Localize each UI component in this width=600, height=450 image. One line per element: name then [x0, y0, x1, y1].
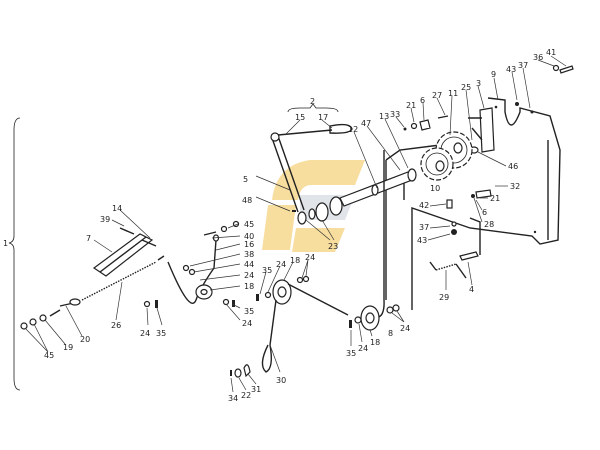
callout: 32 — [510, 182, 520, 191]
callout: 48 — [242, 196, 252, 205]
callout: 22 — [241, 391, 251, 400]
callout: 40 — [244, 232, 254, 241]
callout: 7 — [86, 234, 91, 243]
callout: 8 — [388, 329, 393, 338]
callout: 33 — [390, 110, 400, 119]
callout: 43 — [417, 236, 427, 245]
callout: 35 — [156, 329, 166, 338]
leader-lines — [24, 55, 567, 393]
callout: 21 — [406, 101, 416, 110]
callout: 37 — [419, 223, 429, 232]
callout: 39 — [100, 215, 110, 224]
callout: 45 — [244, 220, 254, 229]
callout: 28 — [484, 220, 494, 229]
callout: 24 — [140, 329, 150, 338]
callout: 21 — [490, 194, 500, 203]
callout: 20 — [80, 335, 90, 344]
callout: 19 — [63, 343, 73, 352]
callout: 9 — [491, 70, 496, 79]
callout: 3 — [476, 79, 481, 88]
shaft-12 — [297, 168, 417, 225]
cable-8 — [374, 150, 385, 319]
callout: 26 — [111, 321, 121, 330]
callout: 16 — [244, 240, 254, 249]
callout: 6 — [482, 208, 487, 217]
callout: 36 — [533, 53, 543, 62]
callout: 18 — [290, 256, 300, 265]
callout: 23 — [328, 242, 338, 251]
callout: 18 — [370, 338, 380, 347]
callout: 38 — [244, 250, 254, 259]
callout: 42 — [419, 201, 429, 210]
spring-29 — [429, 217, 481, 279]
callout: 35 — [346, 349, 356, 358]
callout: 41 — [546, 48, 556, 57]
callout: 31 — [251, 385, 261, 394]
pulley-18-middle — [261, 279, 349, 373]
bracket-7 — [92, 227, 157, 277]
callout: 24 — [276, 260, 286, 269]
callout: 18 — [244, 282, 254, 291]
bracket-3 — [468, 107, 495, 154]
callout: 4 — [469, 285, 474, 294]
callout: 34 — [228, 394, 238, 403]
callout: 47 — [361, 119, 371, 128]
callout: 35 — [262, 266, 272, 275]
callout: 24 — [358, 344, 368, 353]
callout: 17 — [318, 113, 328, 122]
callout: 45 — [44, 351, 54, 360]
callout: 24 — [305, 253, 315, 262]
callout: 25 — [461, 83, 471, 92]
group-bracket — [287, 103, 339, 113]
callout: 27 — [432, 91, 442, 100]
callout: 15 — [295, 113, 305, 122]
callout: 35 — [244, 307, 254, 316]
callout: 1 — [3, 239, 8, 248]
callout: 24 — [400, 324, 410, 333]
callout: 24 — [244, 271, 254, 280]
callout: 14 — [112, 204, 122, 213]
callout: 30 — [276, 376, 286, 385]
callout: 29 — [439, 293, 449, 302]
callout: 37 — [518, 61, 528, 70]
callout: 5 — [243, 175, 248, 184]
assembly-bracket — [8, 117, 21, 391]
spring-26 — [59, 255, 165, 307]
callout: 13 — [379, 112, 389, 121]
mounting-plate — [411, 97, 561, 310]
pulley-18-lower — [360, 305, 380, 331]
callout-labels: 1 2 15 17 12 47 13 33 21 6 27 11 25 3 9 … — [3, 48, 556, 403]
lever-5 — [270, 123, 353, 213]
callout: 6 — [420, 96, 425, 105]
cable-16 — [167, 234, 220, 305]
callout: 43 — [506, 65, 516, 74]
callout: 10 — [430, 184, 440, 193]
sprocket-10 — [420, 147, 454, 181]
callout: 44 — [244, 260, 254, 269]
callout: 11 — [448, 89, 458, 98]
callout: 12 — [348, 125, 358, 134]
callout: 24 — [242, 319, 252, 328]
callout: 2 — [310, 97, 315, 106]
callout: 46 — [508, 162, 518, 171]
